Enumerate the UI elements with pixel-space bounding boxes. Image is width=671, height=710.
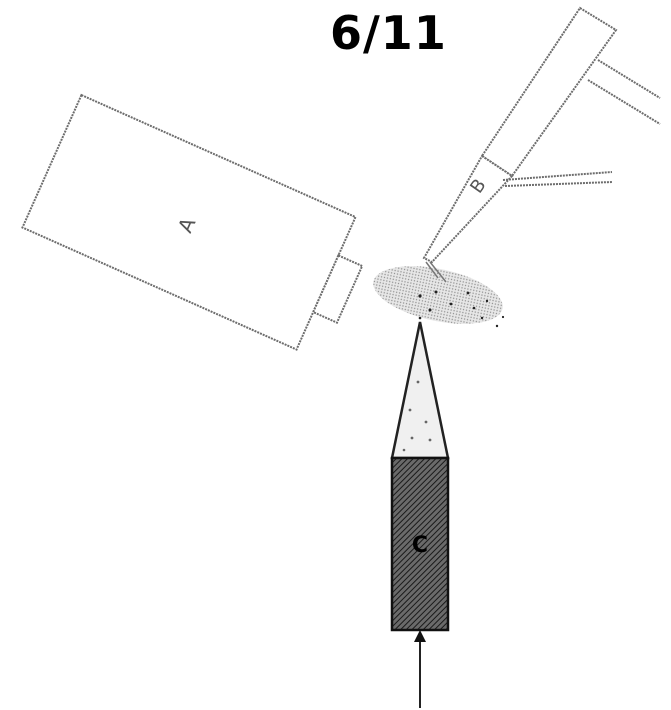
sheet-number: 6/11 [330,6,447,60]
spray-cloud [373,266,503,324]
device-a-nozzle [311,254,364,324]
feed-arrow [414,630,426,708]
tool-b-tip [422,154,514,264]
spray-particles [418,290,505,328]
container-c-cone [390,321,450,460]
tool-b: B [422,6,661,283]
tool-b-handle [480,6,618,178]
label-c: C [412,533,428,558]
device-a: A [21,93,364,351]
container-c: C [390,321,450,632]
